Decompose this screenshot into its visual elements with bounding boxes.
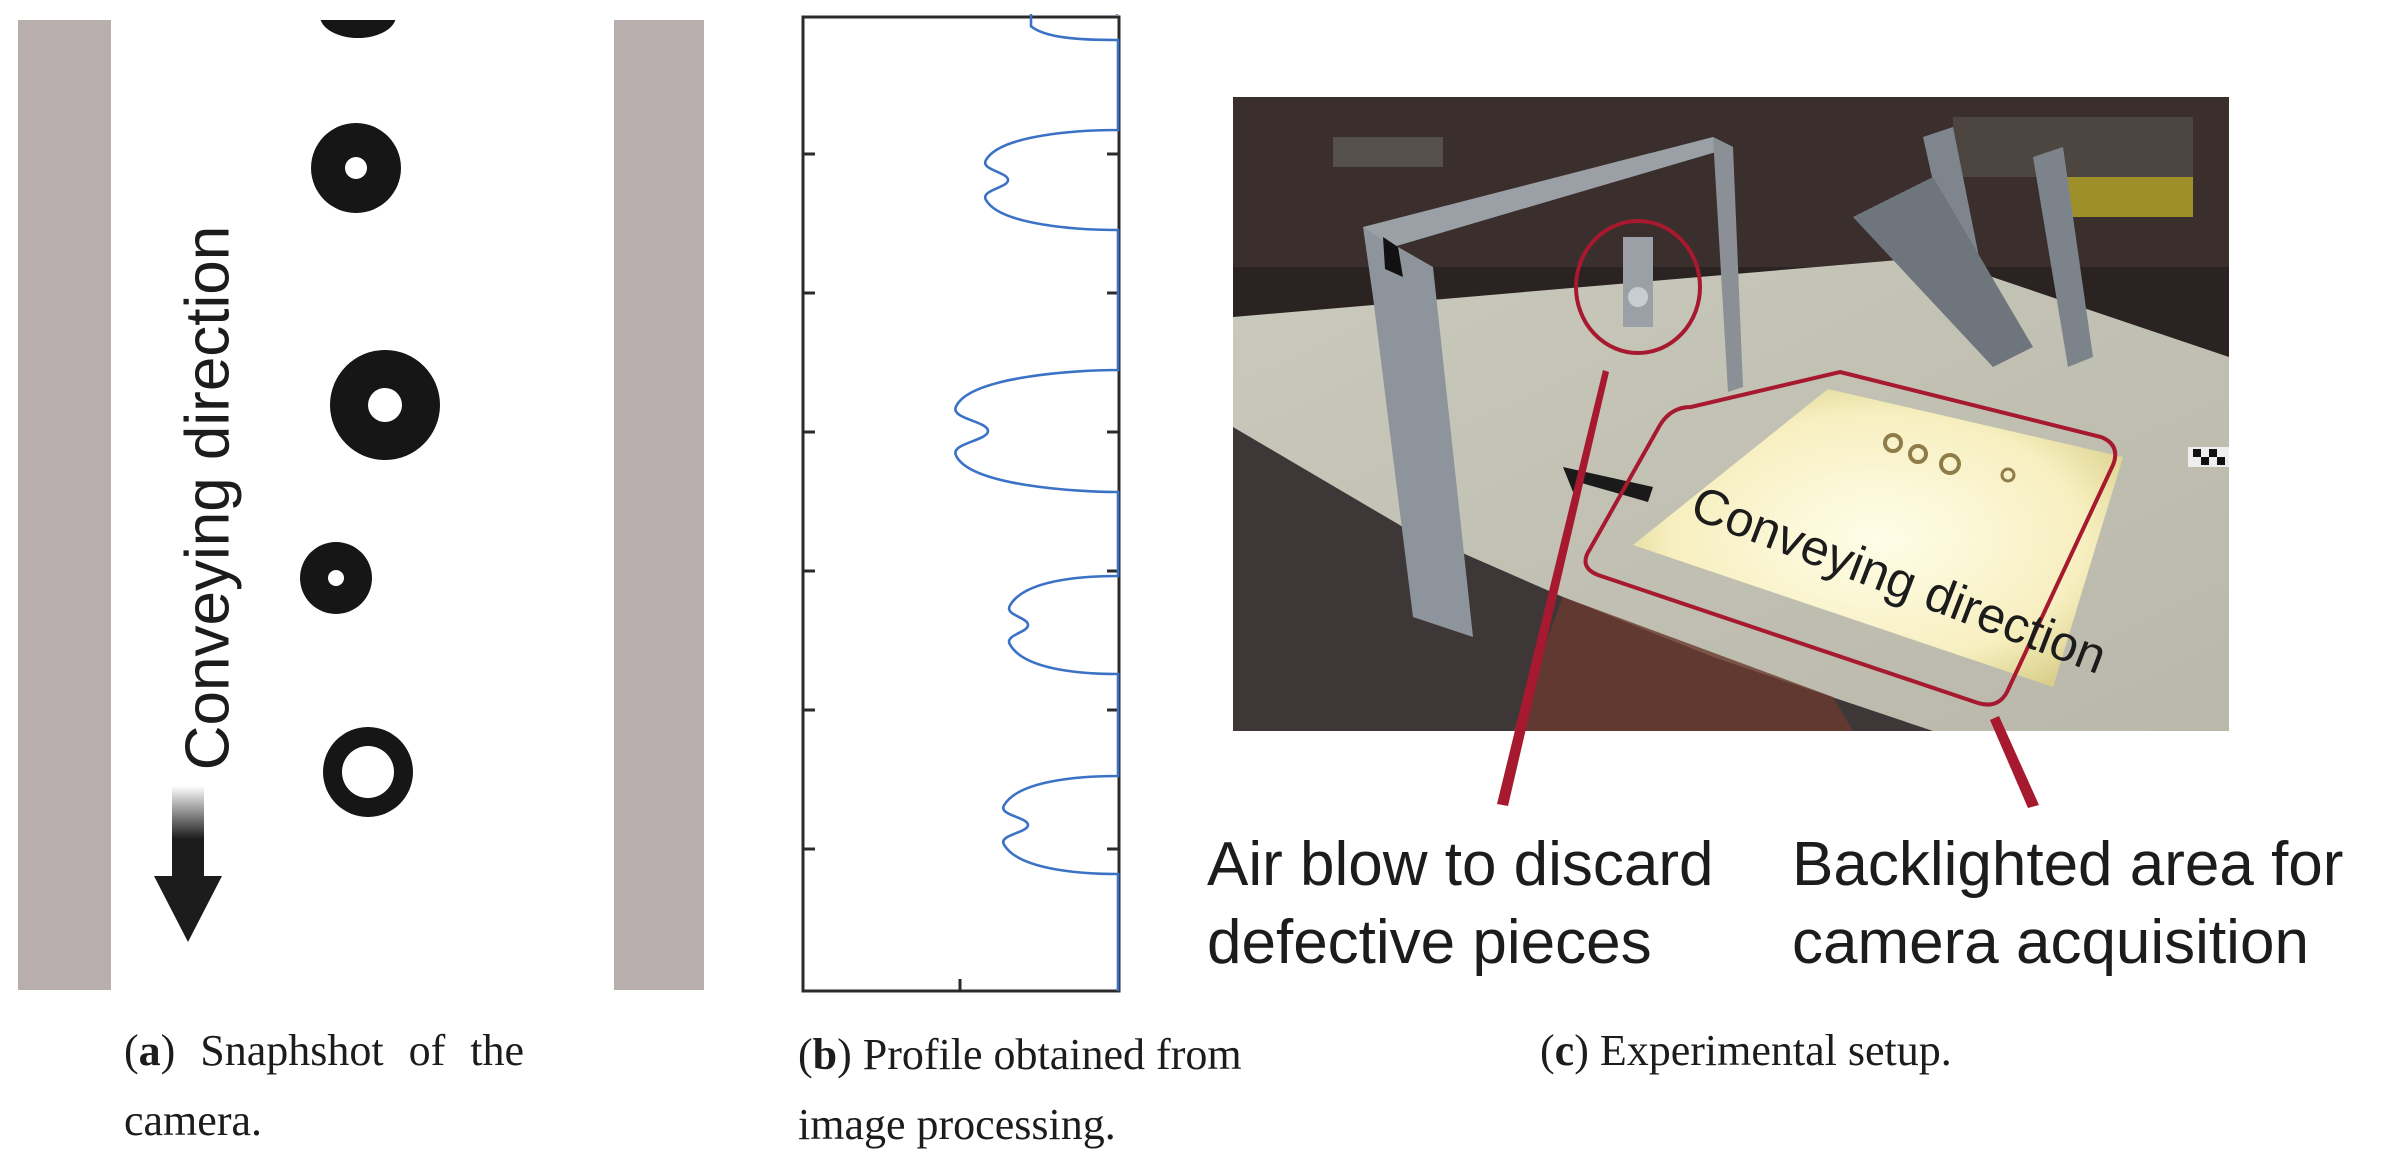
backlight-callout: Backlighted area for camera acquisition [1792, 826, 2343, 982]
air-blow-leader [1497, 370, 1609, 806]
caption-b-letter: b [812, 1030, 838, 1079]
caption-a-letter: a [138, 1026, 161, 1075]
backlight-callout-line: camera acquisition [1792, 908, 2309, 977]
profile-plot [801, 14, 1121, 993]
direction-arrow-icon [154, 876, 222, 942]
conveyor-left-rail [18, 20, 111, 990]
caption-c: (c) Experimental setup. [1540, 1026, 1952, 1075]
caption-a-text: camera. [124, 1096, 262, 1145]
experimental-setup-photo: Conveying direction [1233, 97, 2229, 731]
conveyor-right-rail [614, 20, 704, 990]
air-blow-callout-line: defective pieces [1207, 908, 1652, 977]
backlight-callout-line: Backlighted area for [1792, 830, 2344, 899]
washer-piece [320, 20, 396, 38]
setup-illustration: Conveying direction [1233, 97, 2229, 731]
air-blow-circle [1574, 219, 1702, 355]
backlight-leader [1990, 716, 2039, 808]
air-blow-callout-line: Air blow to discard [1207, 830, 1714, 899]
caption-a: (a) Snaphshot of the camera. [124, 1016, 524, 1156]
air-blow-callout: Air blow to discard defective pieces [1207, 826, 1714, 982]
pieces-layer [154, 20, 440, 942]
caption-a-text: ) Snaphshot of the [160, 1026, 525, 1075]
caption-b: (b) Profile obtained from image processi… [798, 1020, 1242, 1160]
camera-snapshot: Conveying direction [18, 20, 704, 990]
caption-c-text: ) Experimental setup. [1574, 1026, 1952, 1075]
caption-c-letter: c [1554, 1026, 1575, 1075]
profile-curve [954, 14, 1120, 991]
y-axis-ticks [803, 152, 1119, 991]
caption-b-text: image processing. [798, 1100, 1116, 1149]
backlit-area-outline [1583, 369, 2118, 707]
caption-b-text: ) Profile obtained from [837, 1030, 1242, 1079]
